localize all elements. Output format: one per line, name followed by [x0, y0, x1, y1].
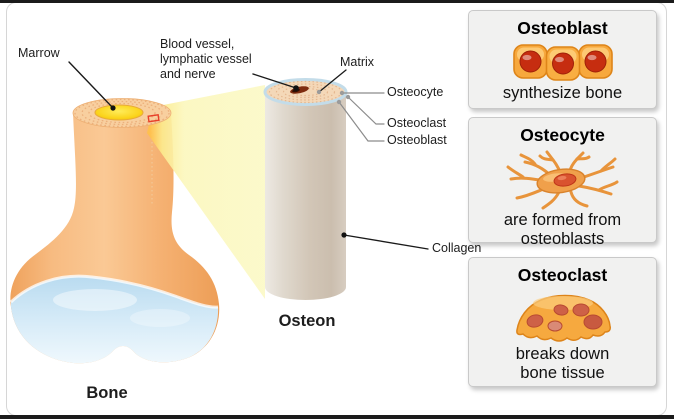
top-edge-bar — [0, 0, 674, 3]
matrix-label: Matrix — [340, 55, 375, 69]
leader-lines — [68, 61, 429, 250]
bone-illustration — [9, 113, 220, 364]
osteocyte-card-title: Osteocyte — [520, 125, 605, 145]
osteocyte-card-description: are formed from osteoblasts — [503, 211, 622, 248]
osteon-label: Osteon — [278, 312, 336, 330]
collagen-label: Collagen — [432, 241, 482, 255]
blood-vessel-leader-line — [252, 73, 297, 89]
osteocyte-cell-icon — [506, 150, 618, 210]
matrix-leader-line — [318, 69, 347, 93]
magnified-region-marker — [147, 114, 160, 123]
osteoblast-cells-icon — [512, 44, 613, 81]
osteoclast-cell-icon — [515, 294, 611, 342]
osteon-cylinder-illustration — [263, 78, 348, 300]
cell-card-osteoclast: Osteoclast breaks down bone tissue — [468, 257, 657, 387]
bone-label: Bone — [86, 384, 128, 402]
osteoclast-label: Osteoclast — [387, 116, 447, 130]
bone-cross-section-top — [72, 98, 172, 128]
osteocyte-label: Osteocyte — [387, 85, 444, 99]
osteoblast-card-title: Osteoblast — [517, 18, 608, 38]
bottom-edge-bar — [0, 415, 674, 419]
blood-vessel-label: Blood vessel, lymphatic vessel and nerve — [160, 37, 252, 81]
zoom-beam — [147, 85, 265, 299]
cell-card-osteocyte: Osteocyte are formed from o — [468, 117, 657, 248]
osteoclast-card-description: breaks down bone tissue — [515, 345, 610, 382]
osteoblast-card-description: synthesize bone — [502, 84, 623, 102]
osteoblast-leader-line — [338, 101, 385, 142]
marrow-label: Marrow — [18, 46, 60, 60]
collagen-leader-line — [343, 234, 429, 250]
cell-card-osteoblast: Osteoblast synthesize bo — [468, 10, 657, 109]
cartilage-shape — [11, 276, 219, 364]
osteoclast-leader-line — [347, 96, 385, 125]
marrow-ellipse — [94, 104, 144, 121]
osteoblast-label: Osteoblast — [387, 133, 447, 147]
marrow-leader-line — [68, 61, 114, 109]
osteoclast-card-title: Osteoclast — [517, 265, 608, 285]
